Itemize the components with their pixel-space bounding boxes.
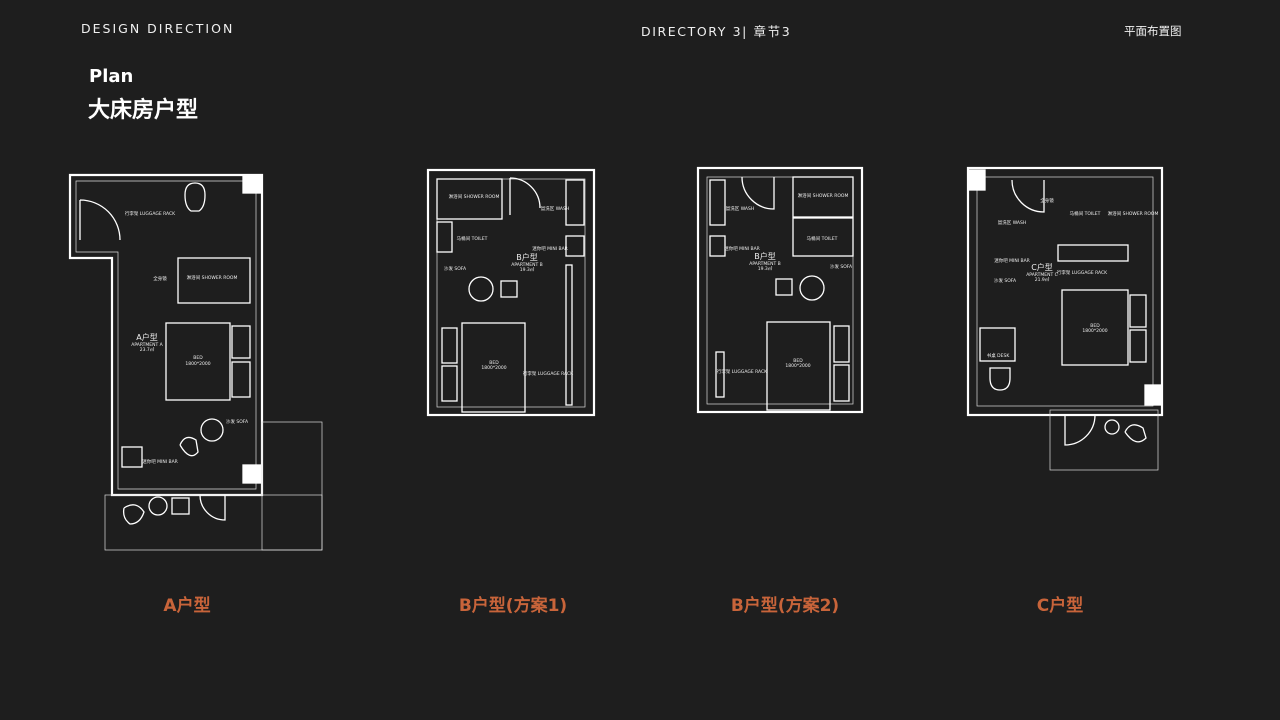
plan-c-desk: 书桌 DESK: [987, 352, 1011, 359]
plan-c-label: C户型: [1036, 596, 1084, 616]
plan-a-name: A户型: [136, 332, 157, 342]
page-title: 大床房户型: [88, 98, 199, 123]
plan-a-luggage: 行李架 LUGGAGE RACK: [125, 210, 176, 217]
plan-b1-en: APARTMENT B: [511, 262, 543, 268]
plan-b2-area: 19.3㎡: [758, 265, 773, 272]
plan-a-shower: 淋浴间 SHOWER ROOM: [187, 274, 238, 281]
plan-c-bed: BED: [1090, 323, 1100, 329]
plan-a-en: APARTMENT A: [131, 342, 163, 348]
plan-b2-minibar: 迷你吧 MINI BAR: [724, 245, 760, 252]
plan-c-minibar: 迷你吧 MINI BAR: [994, 257, 1030, 264]
floor-plan-c: C户型 APARTMENT C 21.9㎡ BED 1800*2000 淋浴间 …: [966, 166, 1164, 471]
plan-a-sofa: 沙发 SOFA: [226, 418, 249, 425]
plan-c-mirror: 全身镜: [1040, 197, 1054, 204]
plan-b2-wash: 盥洗区 WASH: [726, 205, 754, 212]
plan-b2-shower: 淋浴间 SHOWER ROOM: [798, 192, 849, 199]
plan-b2-label: B户型(方案2): [730, 596, 840, 616]
plan-b1-luggage: 行李架 LUGGAGE RACK: [523, 370, 574, 377]
plan-c-luggage: 行李架 LUGGAGE RACK: [1057, 269, 1108, 276]
plan-b1-sofa: 沙发 SOFA: [444, 265, 467, 272]
plan-b1-bed-size: 1800*2000: [481, 365, 506, 371]
plan-c-shower: 淋浴间 SHOWER ROOM: [1108, 210, 1159, 217]
header-directory: DIRECTORY 3| 章节3: [641, 24, 792, 39]
plan-b1-label: B户型(方案1): [458, 596, 568, 616]
plan-b1-area: 19.3㎡: [520, 266, 535, 273]
plan-a-area: 23.7㎡: [140, 346, 155, 353]
plan-a-bed: BED: [193, 355, 203, 361]
plan-c-sofa: 沙发 SOFA: [994, 277, 1017, 284]
floor-plan-a: A户型 APARTMENT A 23.7㎡ BED 1800*2000 行李架 …: [68, 173, 323, 551]
plan-b1-minibar: 迷你吧 MINI BAR: [532, 245, 568, 252]
plan-b1-bed: BED: [489, 360, 499, 366]
plan-c-bed-size: 1800*2000: [1082, 328, 1107, 334]
plan-b2-bed-size: 1800*2000: [785, 363, 810, 369]
plan-a-bed-size: 1800*2000: [185, 361, 210, 367]
floor-plan-b2: B户型 APARTMENT B 19.3㎡ BED 1800*2000 淋浴间 …: [696, 166, 864, 414]
plan-c-wash: 盥洗区 WASH: [998, 219, 1026, 226]
plan-c-name: C户型: [1031, 262, 1053, 272]
plan-b1-name: B户型: [516, 252, 538, 262]
plan-b1-shower: 淋浴间 SHOWER ROOM: [449, 193, 500, 200]
header-left: DESIGN DIRECTION: [81, 21, 235, 36]
plan-b2-name: B户型: [754, 251, 776, 261]
plan-b1-toilet: 马桶间 TOILET: [457, 235, 488, 242]
plan-b2-toilet: 马桶间 TOILET: [807, 235, 838, 242]
heading-en: Plan: [89, 66, 134, 87]
plan-b1-wash: 盥洗区 WASH: [541, 205, 569, 212]
plan-c-en: APARTMENT C: [1026, 272, 1058, 278]
plan-b2-luggage: 行李架 LUGGAGE RACK: [717, 368, 768, 375]
plan-b2-sofa: 沙发 SOFA: [830, 263, 853, 270]
header-section: 平面布置图: [1124, 24, 1182, 38]
plan-a-minibar: 迷你吧 MINI BAR: [142, 458, 178, 465]
plan-a-label: A户型: [163, 596, 211, 616]
plan-a-mirror: 全身镜: [153, 275, 167, 282]
floor-plan-b1: B户型 APARTMENT B 19.3㎡ BED 1800*2000 淋浴间 …: [426, 168, 596, 417]
plan-c-area: 21.9㎡: [1035, 276, 1050, 283]
plan-b2-en: APARTMENT B: [749, 261, 781, 267]
plan-b2-bed: BED: [793, 358, 803, 364]
plan-c-toilet: 马桶间 TOILET: [1070, 210, 1101, 217]
